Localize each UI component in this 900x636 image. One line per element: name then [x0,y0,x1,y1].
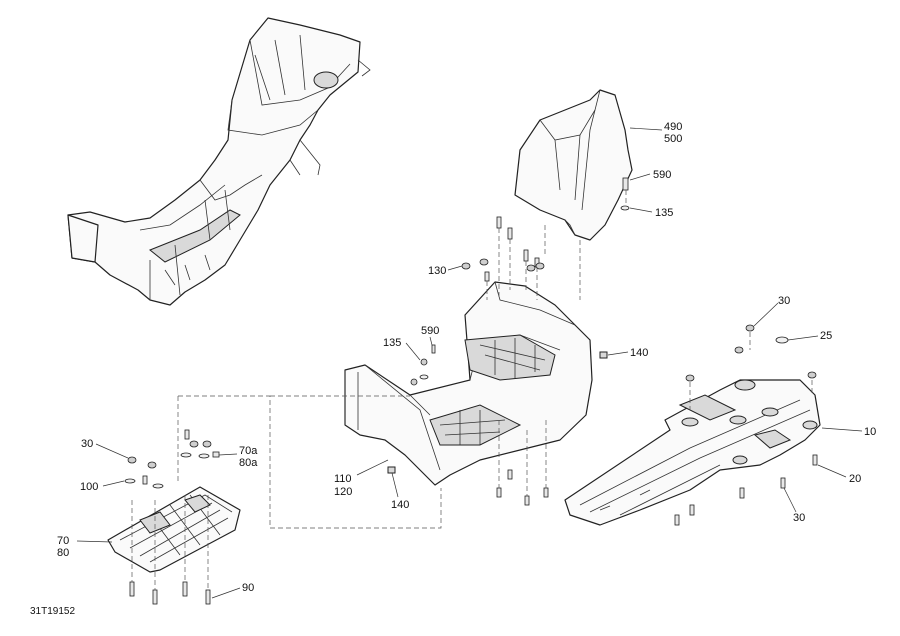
figure-id: 31T19152 [30,606,75,617]
callout-25: 25 [820,330,832,342]
callout-490: 490 [664,121,682,133]
callout-140-bottom: 140 [391,499,409,511]
fasteners [124,177,818,605]
callout-30-left: 30 [81,438,93,450]
callout-30-top: 30 [778,295,790,307]
callout-590-top: 590 [653,169,671,181]
callout-90: 90 [242,582,254,594]
callout-70: 70 [57,535,69,547]
callout-80: 80 [57,547,69,559]
callout-20: 20 [849,473,861,485]
callout-30-bottom: 30 [793,512,805,524]
assembly-lines [131,190,813,590]
callout-80a: 80a [239,457,258,469]
callout-100: 100 [80,481,98,493]
callout-135-mid: 135 [383,337,401,349]
callout-110: 110 [334,473,352,485]
skid-plate [564,379,821,526]
callout-130: 130 [428,265,446,277]
callout-120: 120 [334,486,352,498]
leader-lines [76,127,863,599]
callout-140-right: 140 [630,347,648,359]
footrest-floor-assembly [344,281,593,486]
step-plate [107,486,241,573]
callout-10: 10 [864,426,876,438]
callout-500: 500 [664,133,682,145]
callout-590-mid: 590 [421,325,439,337]
callout-135-top: 135 [655,207,673,219]
callout-labels: 490 500 590 135 130 135 590 140 30 25 10… [57,121,876,594]
callout-70a: 70a [239,445,258,457]
body-pan-assembly [67,17,371,306]
side-fender-panel [514,89,633,241]
